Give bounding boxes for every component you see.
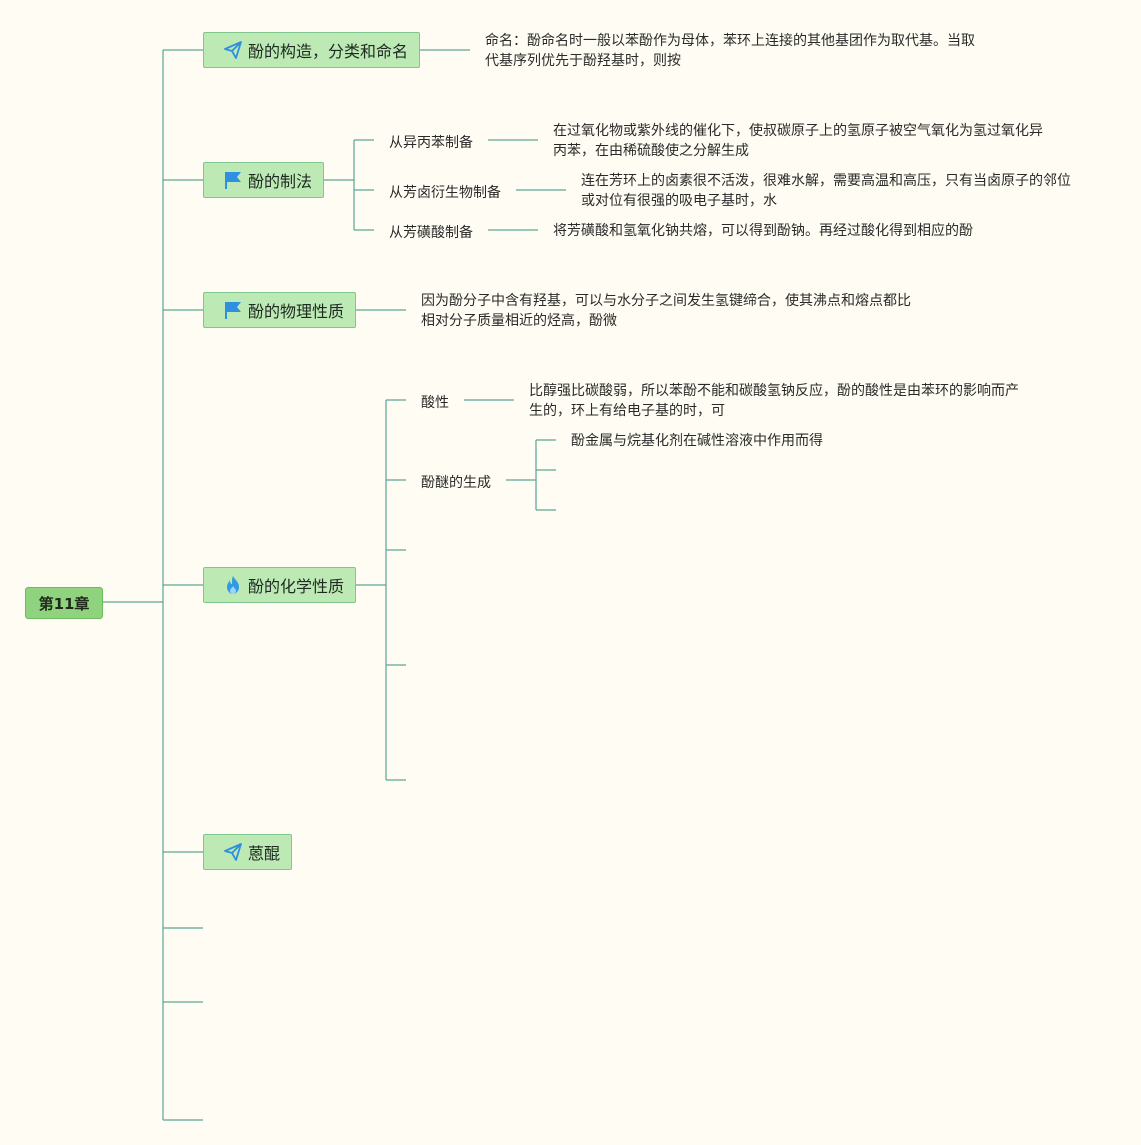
note-line: 因为酚分子中含有羟基，可以与水分子之间发生氢键缔合，使其沸点和熔点都比 [421,293,911,309]
note-line: 相对分子质量相近的烃高，酚微 [421,313,617,329]
note-line: 在过氧化物或紫外线的催化下，使叔碳原子上的氢原子被空气氧化为氢过氧化异 [553,123,1043,139]
topic-anthraquinone[interactable]: 蒽醌 [203,834,292,870]
root-node[interactable]: 第11章 [25,587,103,619]
note-ether-formation[interactable]: 酚金属与烷基化剂在碱性溶液中作用而得 [571,431,891,451]
fire-icon [222,574,244,596]
sub-acidity[interactable]: 酸性 [421,395,449,411]
root-label: 第11章 [38,594,90,613]
note-line: 代基序列优先于酚羟基时，则按 [485,53,681,69]
note-line: 丙苯，在由稀硫酸使之分解生成 [553,143,749,159]
note-from-sulfonic-acid[interactable]: 将芳磺酸和氢氧化钠共熔，可以得到酚钠。再经过酸化得到相应的酚 [553,221,1093,241]
note-line: 将芳磺酸和氢氧化钠共熔，可以得到酚钠。再经过酸化得到相应的酚 [553,223,973,239]
sub-from-cumene[interactable]: 从异丙苯制备 [389,135,473,151]
note-line: 酚金属与烷基化剂在碱性溶液中作用而得 [571,433,823,449]
note-naming[interactable]: 命名：酚命名时一般以苯酚作为母体，苯环上连接的其他基团作为取代基。当取 代基序列… [485,31,1005,71]
topic-chemical-properties[interactable]: 酚的化学性质 [203,567,356,603]
topic-label: 蒽醌 [248,844,281,863]
flag-icon [222,169,244,191]
topic-preparation[interactable]: 酚的制法 [203,162,324,198]
topic-structure-naming[interactable]: 酚的构造，分类和命名 [203,32,420,68]
note-physical-properties[interactable]: 因为酚分子中含有羟基，可以与水分子之间发生氢键缔合，使其沸点和熔点都比 相对分子… [421,291,961,331]
sub-ether-formation[interactable]: 酚醚的生成 [421,475,491,491]
topic-label: 酚的物理性质 [248,302,345,321]
note-line: 命名：酚命名时一般以苯酚作为母体，苯环上连接的其他基团作为取代基。当取 [485,33,975,49]
topic-label: 酚的化学性质 [248,577,345,596]
note-line: 或对位有很强的吸电子基时，水 [581,193,777,209]
flag-icon [222,299,244,321]
sub-from-sulfonic-acid[interactable]: 从芳磺酸制备 [389,225,473,241]
paper-plane-icon [222,841,244,863]
topic-physical-properties[interactable]: 酚的物理性质 [203,292,356,328]
note-acidity[interactable]: 比醇强比碳酸弱，所以苯酚不能和碳酸氢钠反应，酚的酸性是由苯环的影响而产 生的，环… [529,381,1049,421]
note-from-aryl-halide[interactable]: 连在芳环上的卤素很不活泼，很难水解，需要高温和高压，只有当卤原子的邻位 或对位有… [581,171,1121,211]
topic-label: 酚的制法 [248,172,313,191]
note-line: 比醇强比碳酸弱，所以苯酚不能和碳酸氢钠反应，酚的酸性是由苯环的影响而产 [529,383,1019,399]
sub-from-aryl-halide[interactable]: 从芳卤衍生物制备 [389,185,501,201]
note-line: 生的，环上有给电子基的时，可 [529,403,725,419]
paper-plane-icon [222,39,244,61]
topic-label: 酚的构造，分类和命名 [248,42,409,61]
note-from-cumene[interactable]: 在过氧化物或紫外线的催化下，使叔碳原子上的氢原子被空气氧化为氢过氧化异 丙苯，在… [553,121,1073,161]
note-line: 连在芳环上的卤素很不活泼，很难水解，需要高温和高压，只有当卤原子的邻位 [581,173,1071,189]
